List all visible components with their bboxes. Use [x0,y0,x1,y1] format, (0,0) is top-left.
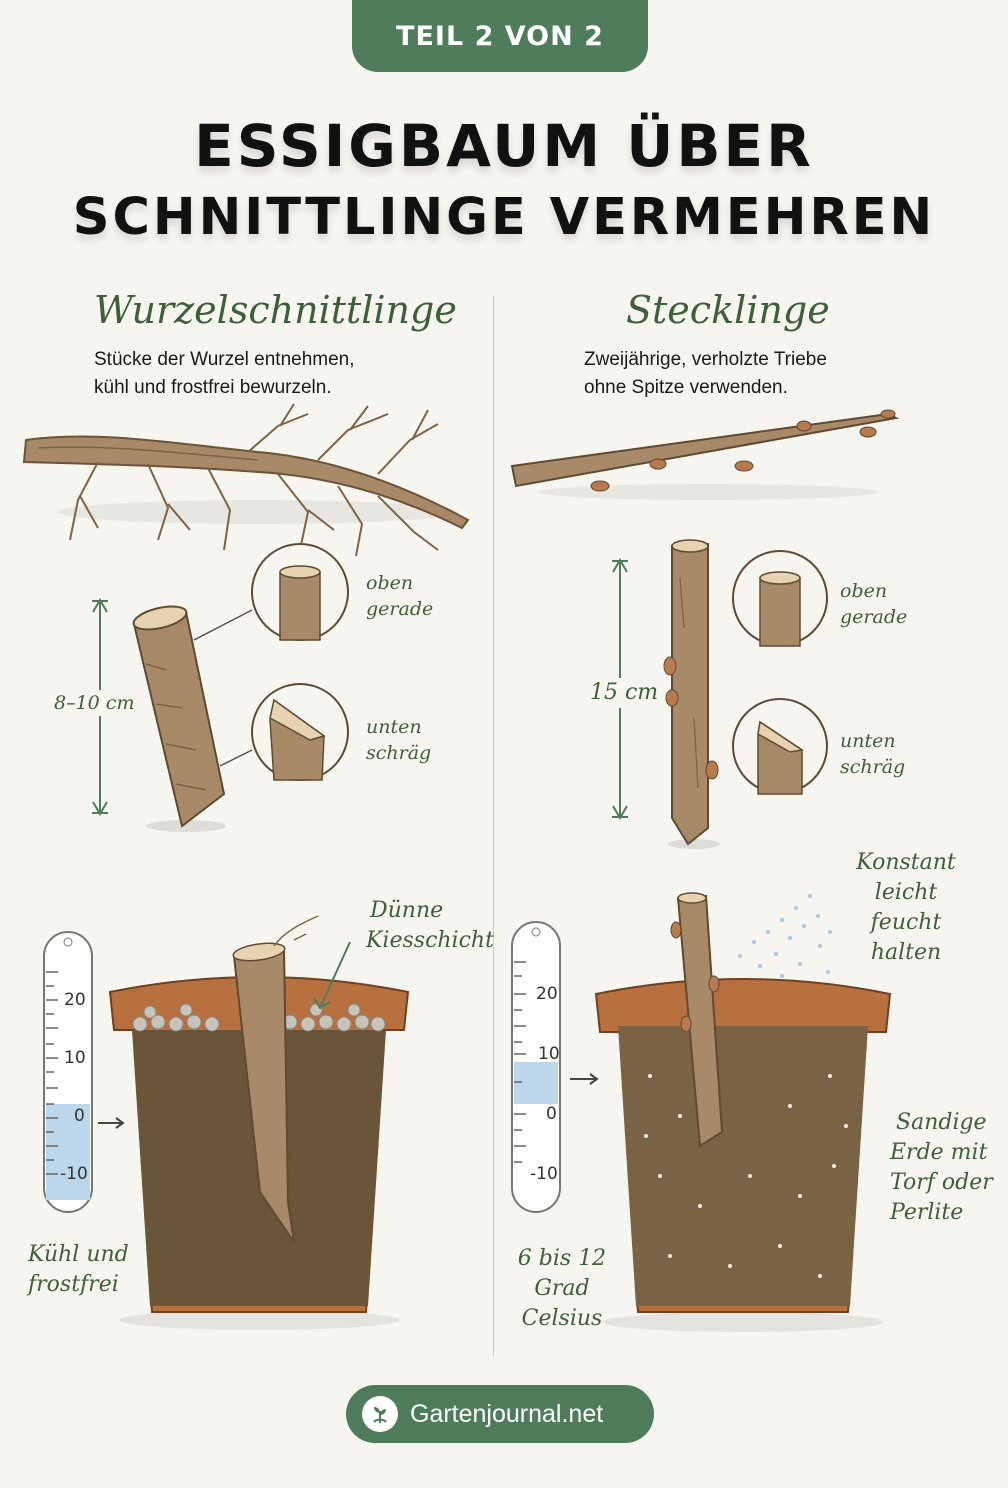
cut-detail-right [732,550,828,795]
moisture-label-l1: Konstant [856,850,956,875]
therm-left-tick-10: 10 [64,1048,86,1068]
top-cut-label-right: oben gerade [840,578,907,630]
length-label-right: 15 cm [588,678,661,708]
therm-left-tick-0: 0 [74,1106,85,1126]
top-cut-label-left-l2: gerade [366,598,434,620]
temp-label-left: Kühl und frostfrei [28,1240,129,1300]
page-title-line2: SCHNITTLINGE VERMEHREN [72,188,936,247]
column-divider [493,296,494,1356]
page-title-line1: ESSIGBAUM ÜBER [194,112,814,180]
length-label-left: 8–10 cm [52,690,137,716]
right-section-title: Stecklinge [626,288,830,332]
therm-left-tick-20: 20 [64,990,86,1010]
temp-label-left-l2: frostfrei [28,1272,119,1297]
soil-label-l2: Erde mit [890,1140,988,1165]
gravel-label-l1: Dünne [370,898,444,923]
left-desc-line2: kühl und frostfrei bewurzeln. [94,377,332,398]
root-illustration [22,403,470,557]
thermometer-right [511,921,561,1213]
top-cut-label-right-l1: oben [840,580,888,602]
left-description: Stücke der Wurzel entnehmen, kühl und fr… [94,346,355,402]
brand-name: Gartenjournal.net [410,1399,604,1428]
therm-right-tick-10: 10 [538,1044,560,1064]
therm-right-arrow [570,1073,599,1085]
therm-right-tick-20: 20 [536,984,558,1004]
bottom-cut-label-left: unten schräg [366,714,431,766]
left-desc-line1: Stücke der Wurzel entnehmen, [94,349,355,370]
bottom-cut-label-right-l1: unten [840,730,896,752]
pot-left [108,915,410,1330]
top-cut-label-left: oben gerade [366,570,433,622]
gravel-label: Dünne Kiesschicht [366,896,494,956]
part-badge: TEIL 2 VON 2 [352,0,648,72]
bottom-cut-label-left-l1: unten [366,716,422,738]
soil-label-l4: Perlite [890,1200,964,1225]
top-cut-label-left-l1: oben [366,572,414,594]
bottom-cut-label-left-l2: schräg [366,742,432,764]
soil-label: Sandige Erde mit Torf oder Perlite [890,1108,993,1228]
therm-left-tick-minus10: -10 [60,1164,88,1184]
temp-label-left-l1: Kühl und [28,1242,129,1267]
pot-right [594,892,892,1332]
therm-left-arrow [98,1117,125,1129]
left-section-title: Wurzelschnittlinge [94,288,457,332]
root-cutting [132,605,226,832]
temp-label-right-l1: 6 bis 12 [517,1246,607,1271]
therm-right-tick-0: 0 [546,1104,557,1124]
temp-label-right-l2: Grad Celsius [521,1276,603,1331]
cut-detail-left [193,543,349,781]
right-description: Zweijährige, verholzte Triebe ohne Spitz… [584,346,827,402]
soil-label-l3: Torf oder [890,1170,993,1195]
soil-label-l1: Sandige [896,1110,987,1135]
moisture-label-l2: leicht feucht [870,880,942,935]
bottom-cut-label-right: unten schräg [840,728,905,780]
moisture-label: Konstant leicht feucht halten [838,848,974,968]
right-desc-line2: ohne Spitze verwenden. [584,377,788,398]
sprout-icon [362,1396,398,1432]
temp-label-right: 6 bis 12 Grad Celsius [500,1244,624,1334]
stem-cutting [663,539,720,849]
bottom-cut-label-right-l2: schräg [840,756,906,778]
moisture-label-l3: halten [870,940,942,965]
therm-right-tick-minus10: -10 [530,1164,558,1184]
thermometer-left [43,931,93,1213]
right-desc-line1: Zweijährige, verholzte Triebe [584,349,827,370]
gravel-label-l2: Kiesschicht [366,928,494,953]
top-cut-label-right-l2: gerade [840,606,908,628]
brand-footer[interactable]: Gartenjournal.net [346,1385,654,1443]
twig-illustration [510,409,900,500]
